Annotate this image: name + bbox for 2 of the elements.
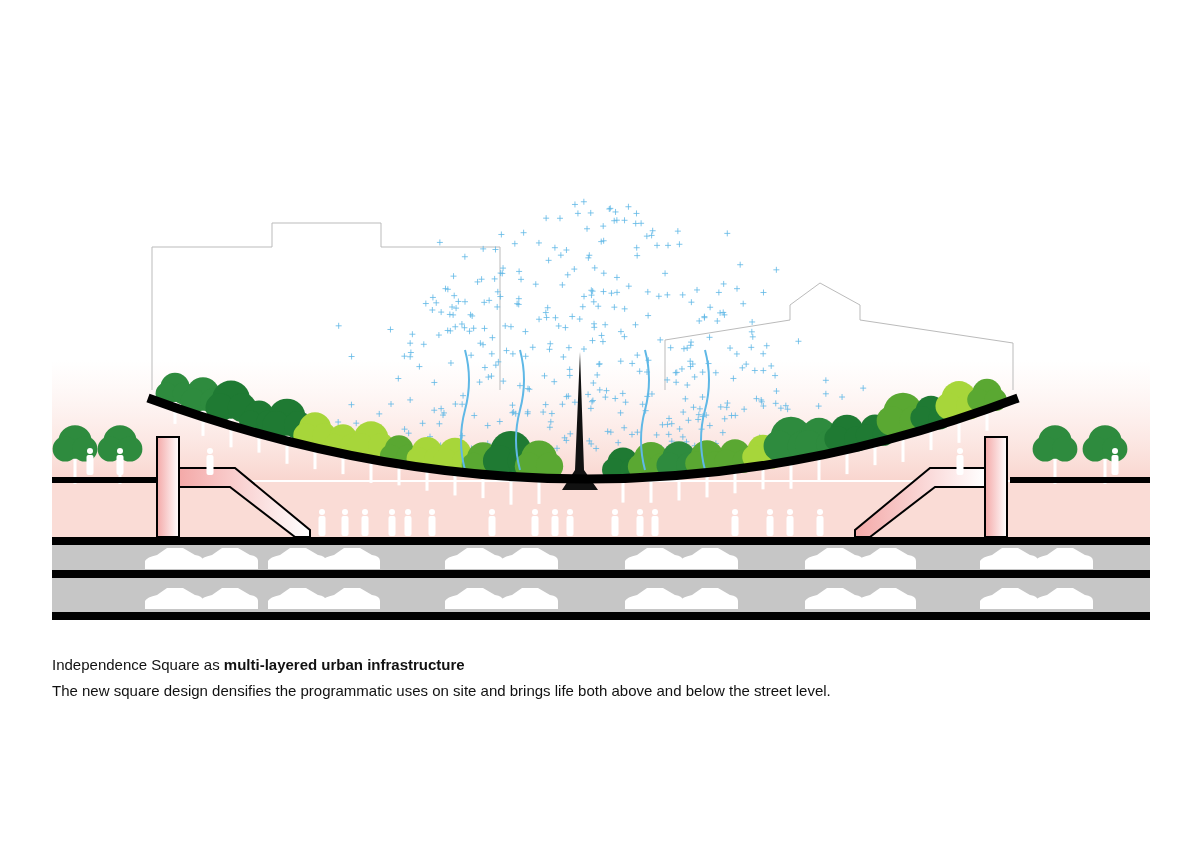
drawing-title: Independence Square as multi-layered urban infrastructure	[52, 656, 465, 673]
caption-text: The new square design densifies the programmatic uses on site and brings life both above and below the street level.	[52, 682, 831, 699]
